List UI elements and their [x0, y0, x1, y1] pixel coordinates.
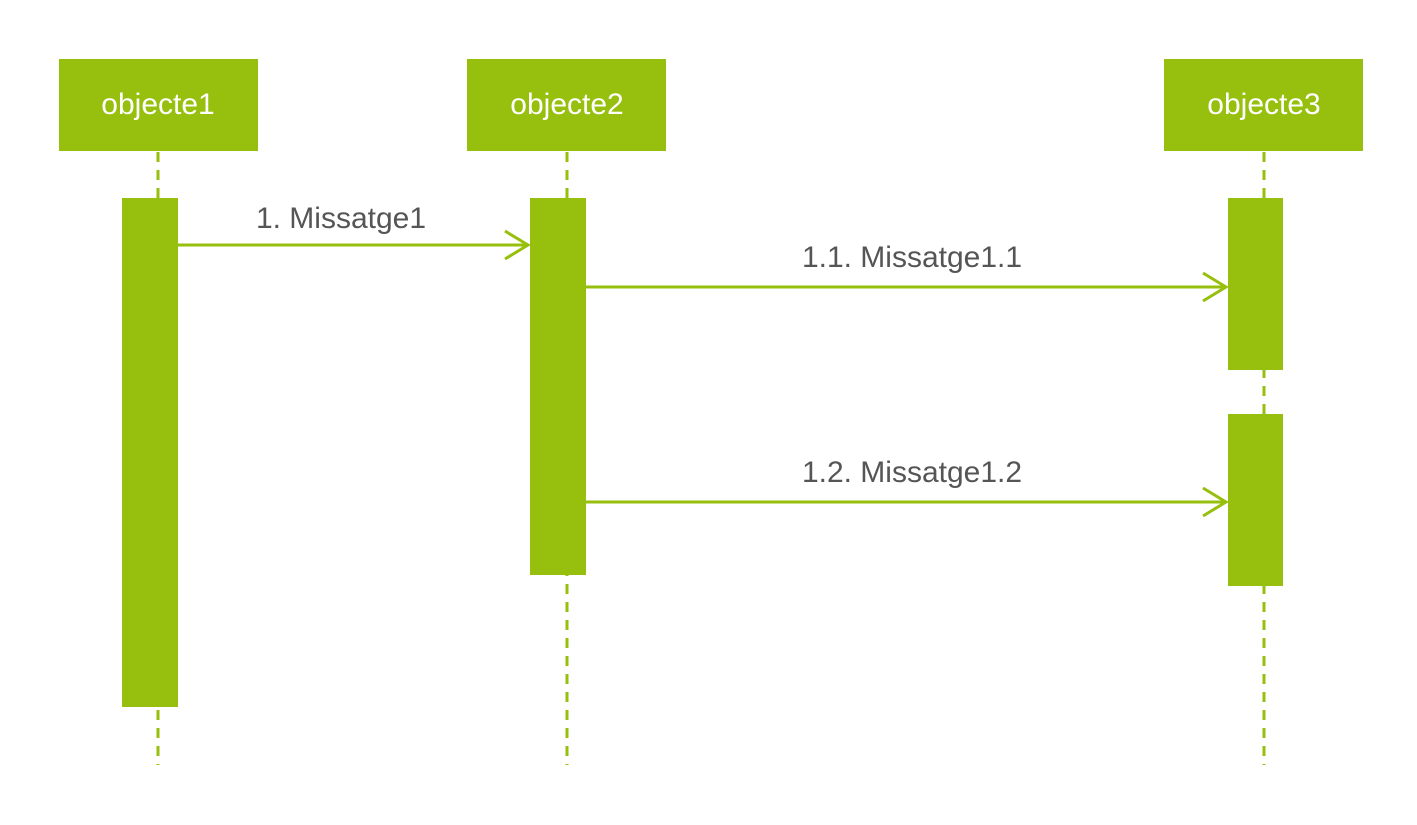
object-box-objecte3 [1164, 59, 1363, 151]
message-label: 1.2. Missatge1.2 [802, 456, 1022, 489]
activation-bar-objecte1 [122, 198, 178, 707]
object-label-objecte1: objecte1 [101, 88, 214, 121]
message-label: 1.1. Missatge1.1 [802, 241, 1022, 274]
arrowhead-icon [1202, 271, 1229, 303]
activation-bar-objecte3-second [1228, 414, 1283, 586]
object-label-objecte3: objecte3 [1207, 88, 1320, 121]
object-box-objecte2 [467, 59, 666, 151]
activation-bars [122, 198, 1283, 707]
activation-bar-objecte3-first [1228, 198, 1283, 370]
object-objecte1[interactable]: objecte1 [59, 59, 258, 151]
object-objecte2[interactable]: objecte2 [467, 59, 666, 151]
message-label: 1. Missatge1 [256, 202, 426, 235]
activation-bar-objecte2 [530, 198, 586, 575]
arrowhead-icon [1202, 486, 1229, 518]
arrowhead-icon [504, 229, 531, 261]
message-1-1[interactable]: 1.1. Missatge1.1 [586, 241, 1229, 303]
object-box-objecte1 [59, 59, 258, 151]
object-label-objecte2: objecte2 [510, 88, 623, 121]
message-1[interactable]: 1. Missatge1 [178, 202, 531, 261]
object-objecte3[interactable]: objecte3 [1164, 59, 1363, 151]
message-1-2[interactable]: 1.2. Missatge1.2 [586, 456, 1229, 518]
